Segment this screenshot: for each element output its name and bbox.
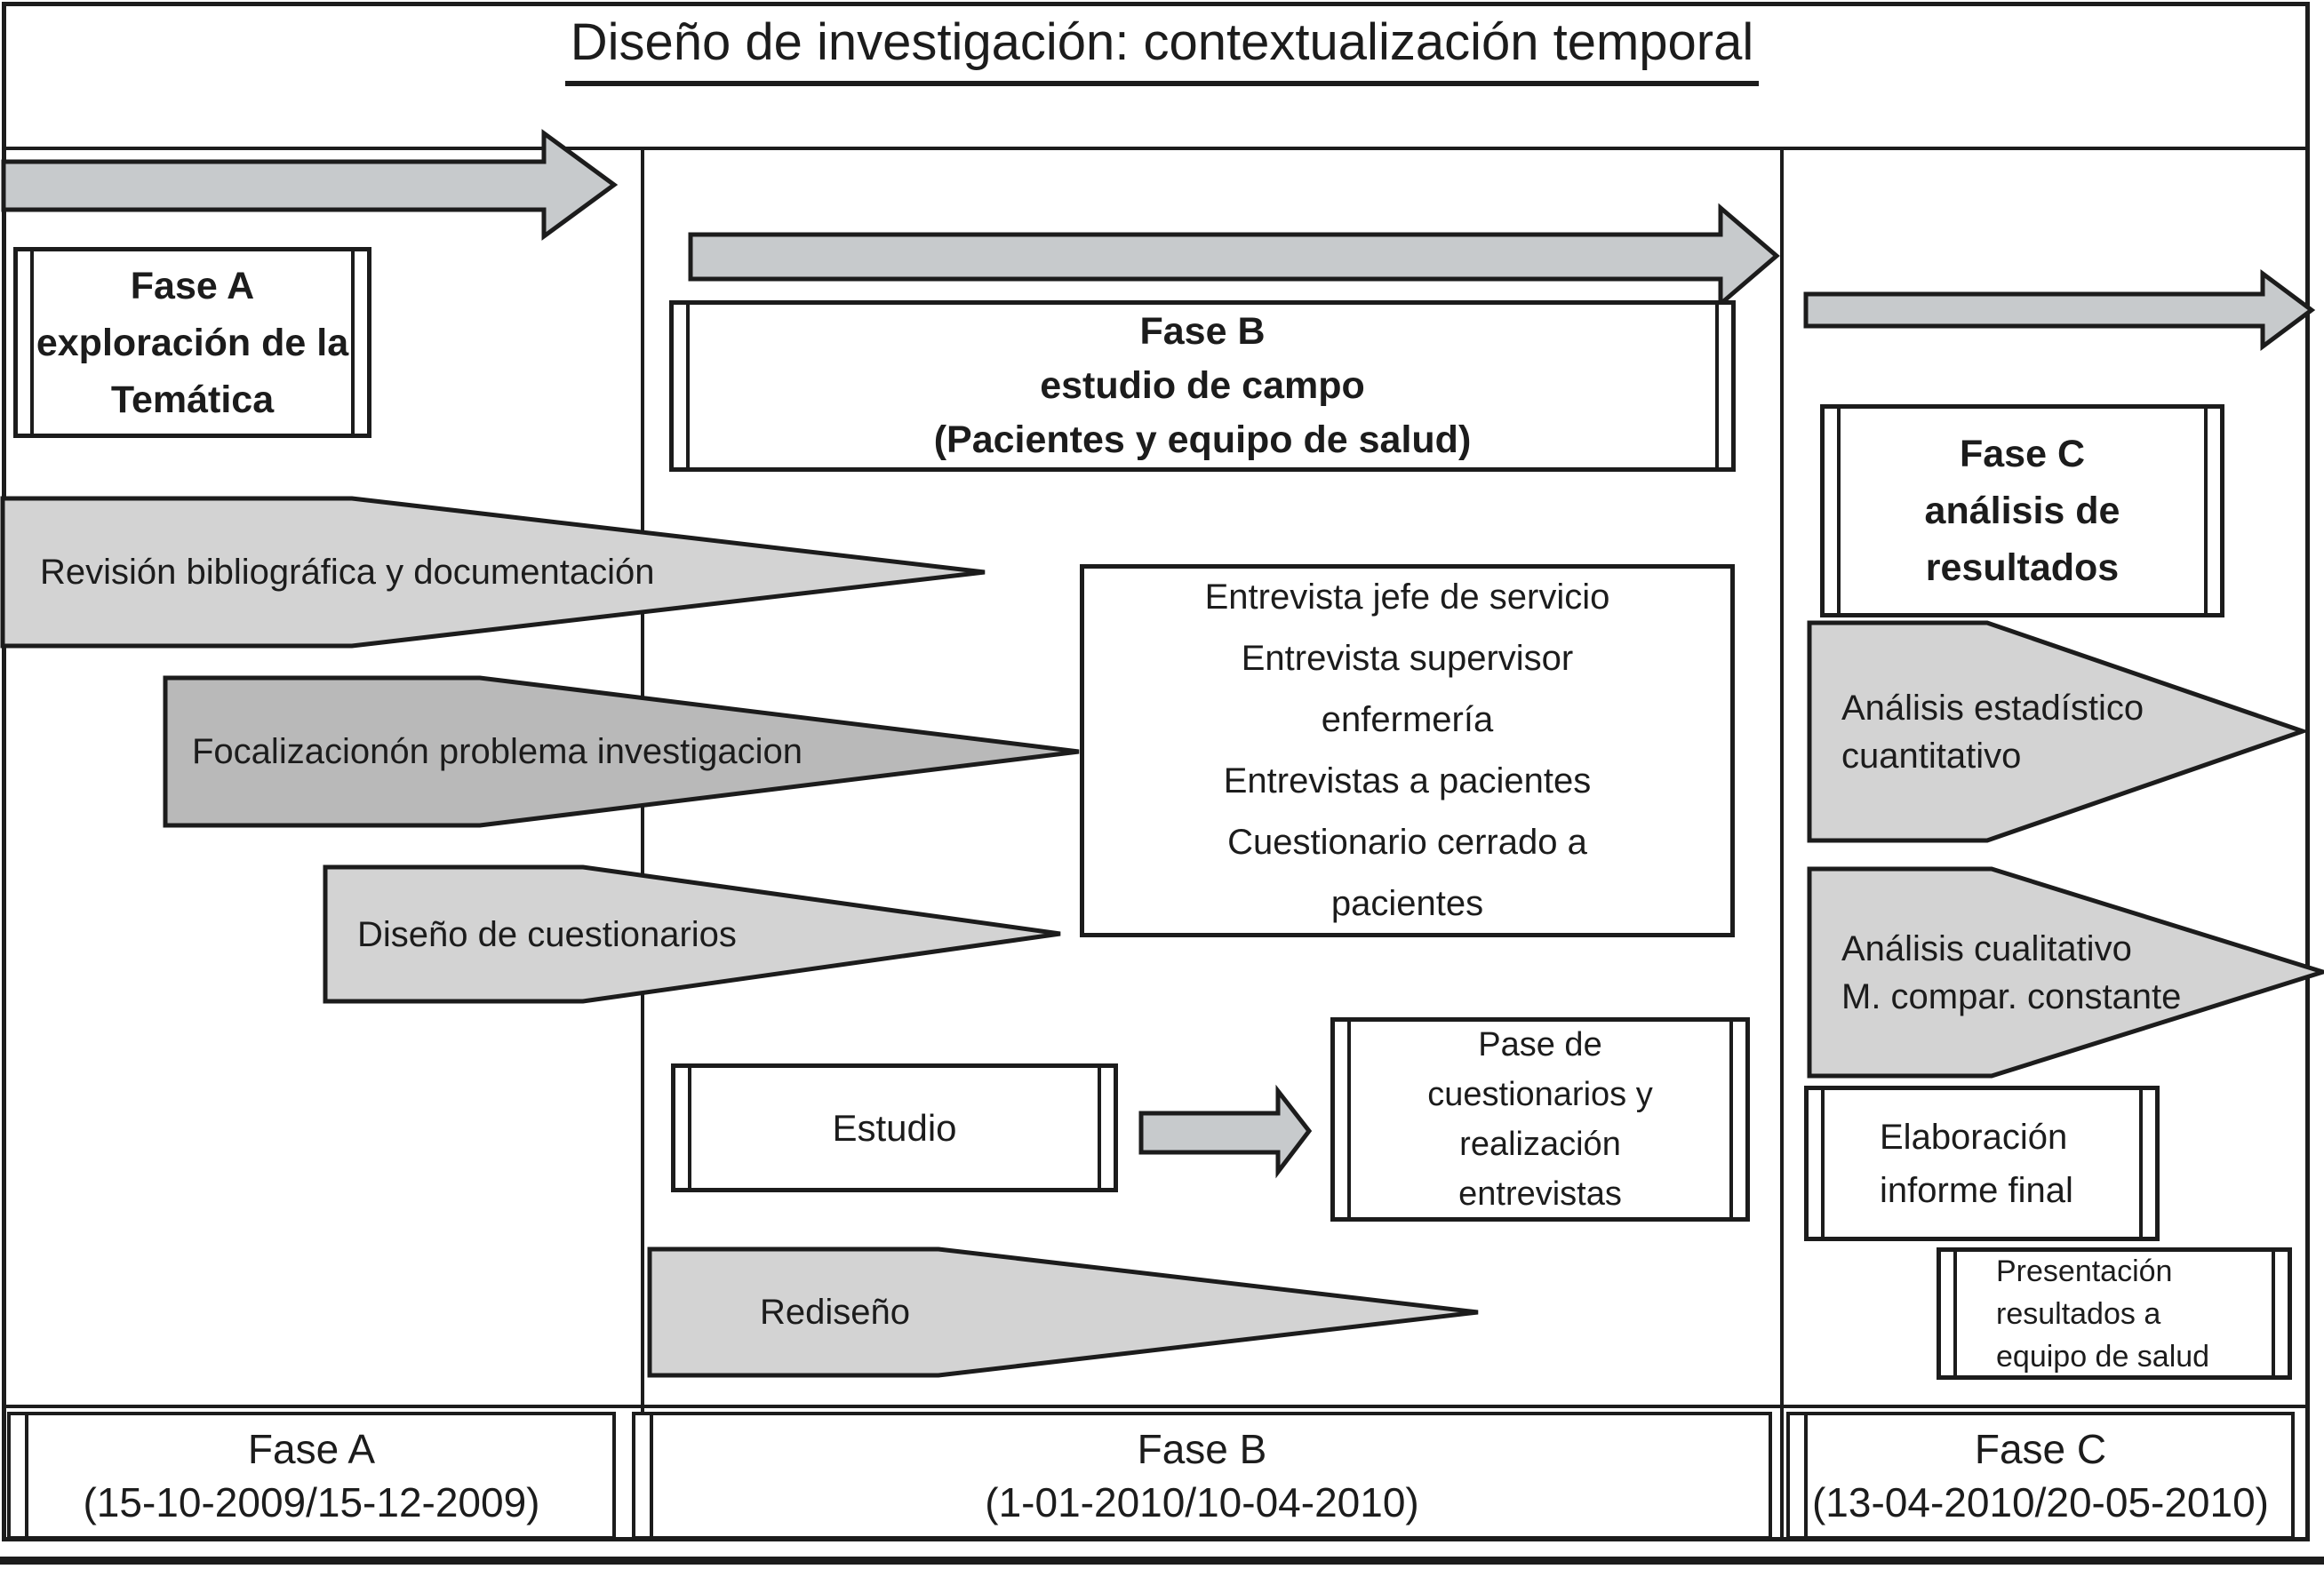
footer-phase-c-dates: (13-04-2010/20-05-2010) (1811, 1479, 2270, 1525)
pase-line: cuestionarios y (1427, 1076, 1653, 1113)
footer-phase-c-name: Fase C (1974, 1426, 2107, 1472)
phase-b-header-box: Fase B estudio de campo (Pacientes y equ… (669, 300, 1736, 472)
pase-line: entrevistas (1458, 1175, 1622, 1213)
phase-a-header-line: Temática (110, 378, 275, 421)
footer-cell-phase-b: Fase B (1-01-2010/10-04-2010) (632, 1412, 1772, 1540)
presentacion-line: Presentación (1996, 1254, 2173, 1288)
entrevista-line: Entrevista supervisor (1241, 639, 1574, 678)
arrow-diseno-label: Diseño de cuestionarios (357, 914, 737, 954)
entrevista-line: pacientes (1330, 884, 1484, 923)
footer-cell-phase-a: Fase A (15-10-2009/15-12-2009) (7, 1412, 616, 1540)
phase-a-header-box: Fase A exploración de la Temática (13, 247, 371, 438)
column-divider-a-b (641, 147, 644, 1541)
phase-c-header-box: Fase C análisis de resultados (1820, 404, 2224, 617)
entrevista-line: Entrevistas a pacientes (1223, 761, 1592, 800)
pase-line: realización (1459, 1126, 1621, 1163)
timeline-arrow-phase-c (1803, 269, 2316, 351)
title-separator-line (2, 147, 2310, 150)
phase-b-header-line: Fase B (1139, 310, 1266, 353)
arrow-analisis-estadistico-label: Análisis estadístico cuantitativo (1841, 688, 2144, 776)
pase-box: Pase de cuestionarios y realización entr… (1330, 1017, 1750, 1222)
entrevista-box: Entrevista jefe de servicio Entrevista s… (1080, 564, 1735, 937)
timeline-arrow-phase-a (1, 129, 619, 241)
footer-phase-b-dates: (1-01-2010/10-04-2010) (985, 1479, 1419, 1525)
phase-a-header-line: Fase A (130, 264, 255, 307)
arrow-focalizacion-problema (163, 675, 1080, 828)
page-title: Diseño de investigación: contextualizaci… (0, 12, 2324, 86)
phase-b-header-line: estudio de campo (1040, 364, 1365, 407)
phase-b-header-line: (Pacientes y equipo de salud) (933, 418, 1472, 461)
elaboracion-line: Elaboración (1880, 1117, 2068, 1157)
phase-c-header-line: resultados (1925, 546, 2120, 589)
entrevista-line: Entrevista jefe de servicio (1204, 577, 1610, 617)
connector-arrow-estudio-pase (1138, 1084, 1313, 1179)
arrow-revision-label: Revisión bibliográfica y documentación (40, 553, 655, 592)
phase-c-header-line: análisis de (1924, 490, 2120, 532)
presentacion-box: Presentación resultados a equipo de salu… (1937, 1247, 2292, 1380)
entrevista-line: Cuestionario cerrado a (1227, 823, 1587, 862)
elaboracion-box: Elaboración informe final (1804, 1086, 2160, 1241)
footer-cell-phase-c: Fase C (13-04-2010/20-05-2010) (1786, 1412, 2295, 1540)
arrow-rediseno (647, 1246, 1479, 1378)
entrevista-line: enfermería (1321, 700, 1494, 739)
arrow-analisis-estadistico (1807, 620, 2310, 843)
column-divider-b-c (1780, 147, 1784, 1541)
arrow-analisis-cualitativo (1807, 866, 2324, 1079)
bottom-rule (0, 1557, 2324, 1565)
footer-phase-b-name: Fase B (1137, 1426, 1267, 1472)
arrow-revision-bibliografica (0, 496, 986, 649)
arrow-diseno-cuestionarios (323, 864, 1061, 1004)
elaboracion-line: informe final (1880, 1170, 2073, 1210)
footer-phase-a-name: Fase A (247, 1426, 376, 1472)
arrow-rediseno-label: Rediseño (760, 1293, 911, 1332)
timeline-arrow-phase-b (688, 203, 1780, 309)
arrow-analisis-cualitativo-label: Análisis cualitativo M. compar. constant… (1841, 928, 2182, 1016)
footer-phase-a-dates: (15-10-2009/15-12-2009) (83, 1479, 540, 1525)
presentacion-line: resultados a (1996, 1296, 2161, 1331)
phase-a-header-line: exploración de la (36, 321, 349, 364)
estudio-box: Estudio (671, 1063, 1118, 1192)
pase-line: Pase de (1478, 1026, 1602, 1063)
phase-c-header-line: Fase C (1959, 433, 2085, 475)
footer-separator-line (2, 1405, 2310, 1408)
estudio-label: Estudio (832, 1106, 957, 1149)
presentacion-line: equipo de salud (1996, 1339, 2210, 1374)
arrow-focalizacion-label: Focalizacionón problema investigacion (192, 732, 803, 771)
